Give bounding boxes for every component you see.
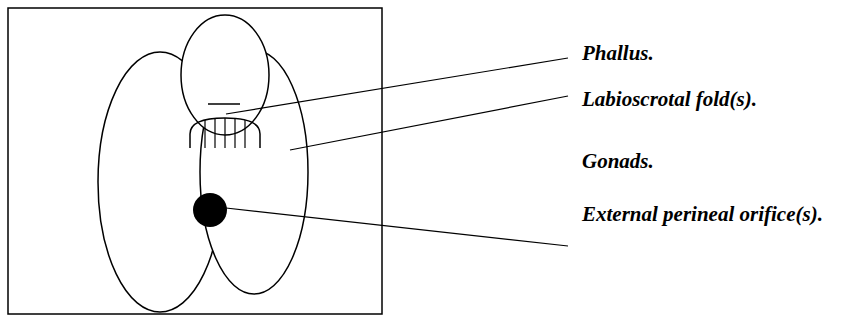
glans-hatching — [205, 110, 245, 150]
orifice-dot — [193, 193, 227, 227]
leader-line — [226, 208, 568, 246]
frame — [8, 8, 382, 314]
part-label: Phallus. — [582, 42, 654, 65]
glans-line — [208, 103, 240, 105]
part-label: Gonads. — [582, 150, 654, 173]
leader-line — [290, 96, 568, 150]
part-label: External perineal orifice(s). — [582, 203, 823, 226]
phallus-outline — [181, 15, 269, 135]
glans-outline — [190, 118, 260, 148]
part-label: Labioscrotal fold(s). — [582, 88, 757, 111]
